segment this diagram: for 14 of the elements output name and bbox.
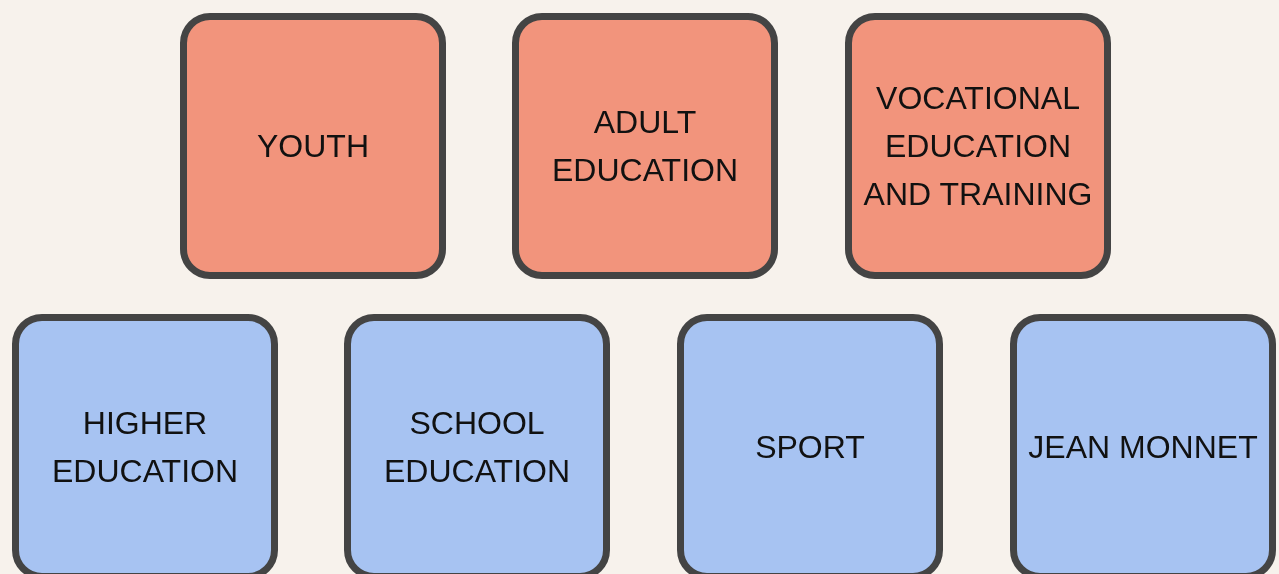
card-label: YOUTH <box>256 127 370 166</box>
category-card <box>1010 314 1276 574</box>
card-label: JEAN MONNET <box>1027 428 1259 467</box>
category-card <box>677 314 943 574</box>
card-label: SPORT <box>754 428 866 467</box>
category-card <box>180 13 446 279</box>
card-label: ADULT EDUCATION <box>550 103 740 190</box>
card-label: SCHOOL EDUCATION <box>382 404 572 491</box>
category-card <box>845 13 1111 279</box>
category-card <box>344 314 610 574</box>
card-label: HIGHER EDUCATION <box>50 404 240 491</box>
category-card <box>512 13 778 279</box>
category-card <box>12 314 278 574</box>
card-label: VOCATIONAL EDUCATION AND TRAINING <box>862 79 1094 214</box>
